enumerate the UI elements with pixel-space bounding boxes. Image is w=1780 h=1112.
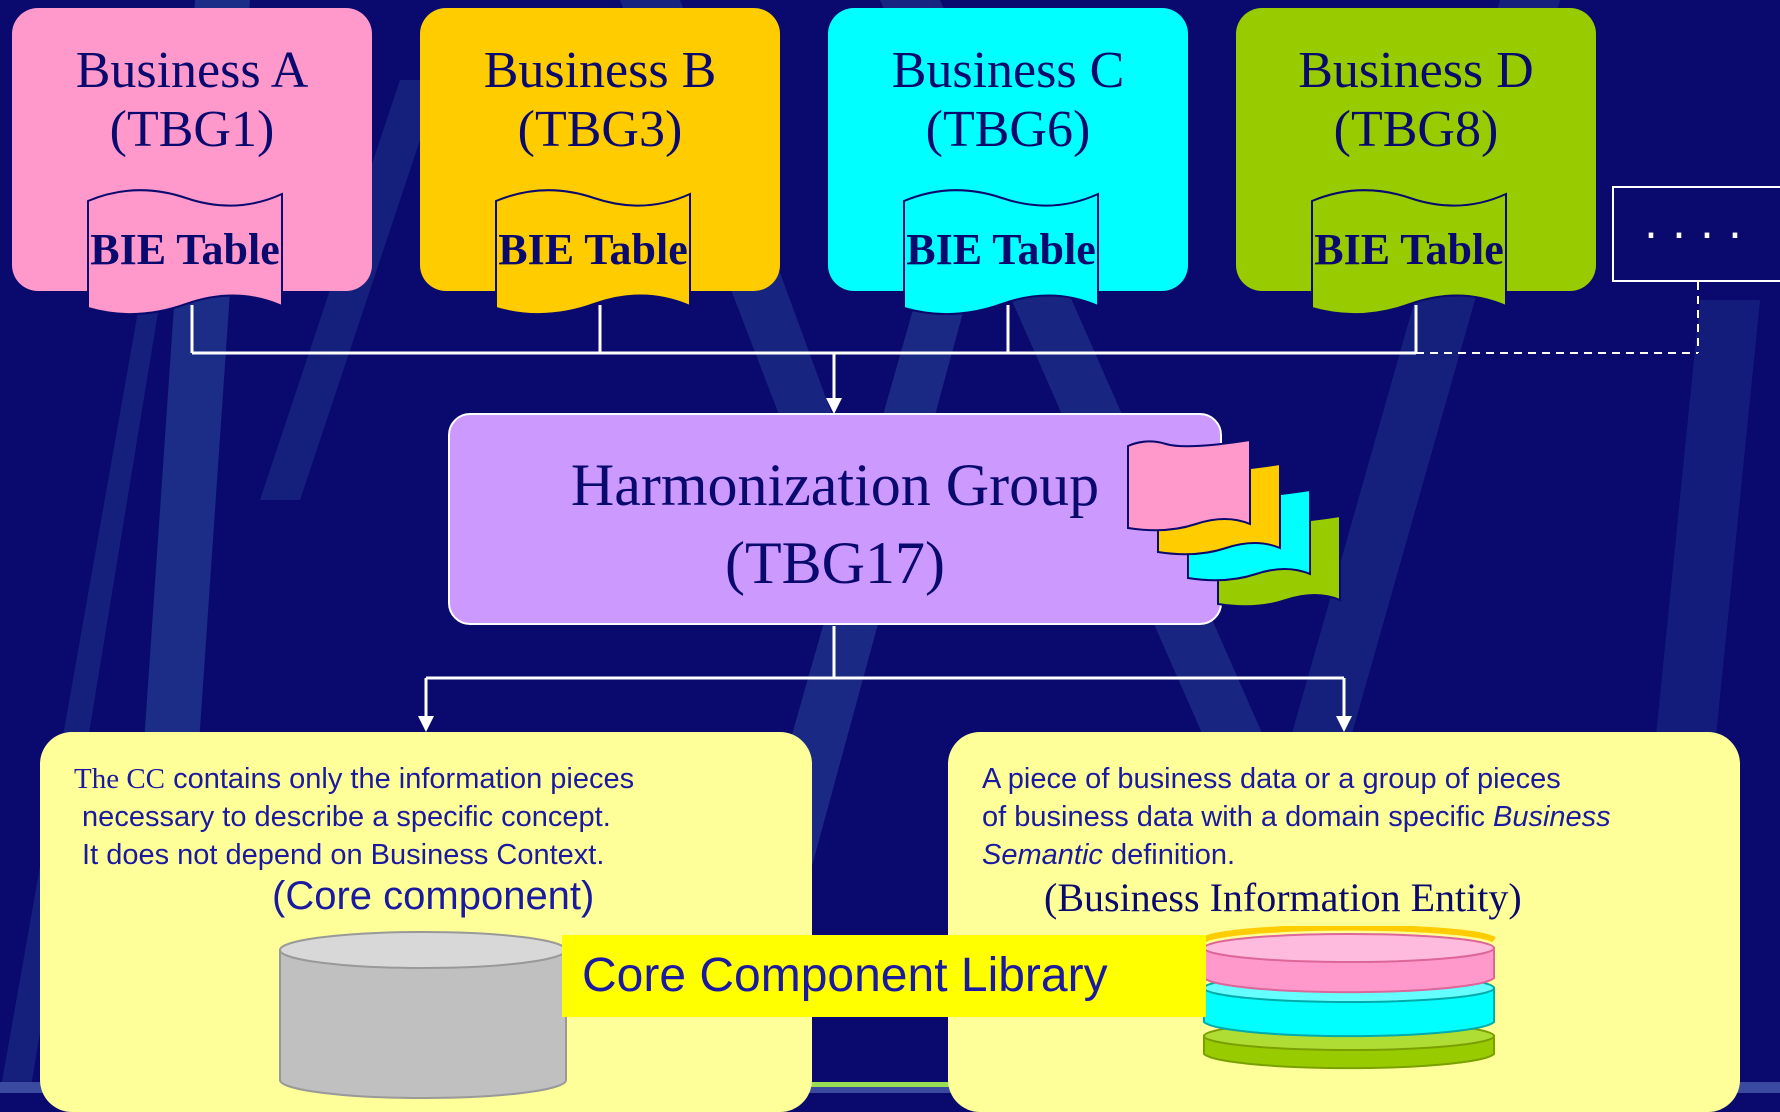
bie-line3-italic: Semantic <box>982 839 1103 871</box>
cc-prefix: The CC <box>74 763 166 795</box>
document-icon <box>87 189 283 316</box>
bie-line2-italic: Business <box>1493 801 1611 833</box>
stacked-documents-icon <box>1127 440 1341 608</box>
harmonization-tag: (TBG17) <box>725 530 945 596</box>
bie-table-label: BIE Table <box>90 225 280 274</box>
bie-description: A piece of business data or a group of p… <box>982 760 1611 874</box>
business-d-name: Business D <box>1298 42 1534 99</box>
business-c-name: Business C <box>891 42 1125 99</box>
document-icon <box>1311 189 1507 316</box>
harmonization-group-box: Harmonization Group (TBG17) <box>448 413 1222 625</box>
core-component-label: (Core component) <box>272 874 595 918</box>
bie-table-c: BIE Table <box>902 186 1100 321</box>
business-information-entity-panel: A piece of business data or a group of p… <box>948 732 1740 1112</box>
business-c-box: Business C (TBG6) <box>828 8 1188 291</box>
more-ellipsis: .... <box>1644 198 1756 249</box>
cc-line2: necessary to describe a specific concept… <box>74 801 611 833</box>
core-component-library-label: Core Component Library <box>562 935 1206 1017</box>
document-icon <box>495 189 691 316</box>
bie-table-label: BIE Table <box>906 225 1096 274</box>
bie-table-a: BIE Table <box>86 186 284 321</box>
business-a-tag: (TBG1) <box>109 101 275 158</box>
cc-line1: contains only the information pieces <box>165 763 635 795</box>
bie-stacked-cylinder-icon <box>1202 926 1496 1070</box>
business-b-name: Business B <box>483 42 717 99</box>
bie-table-d: BIE Table <box>1310 186 1508 321</box>
business-b-tag: (TBG3) <box>517 101 683 158</box>
core-component-cylinder-icon <box>279 931 567 1099</box>
business-c-tag: (TBG6) <box>925 101 1091 158</box>
cc-line3: It does not depend on Business Context. <box>74 839 605 871</box>
bie-label: (Business Information Entity) <box>1044 875 1522 920</box>
bie-line2: of business data with a domain specific <box>982 801 1493 833</box>
harmonization-title: Harmonization Group <box>570 452 1100 518</box>
business-a-name: Business A <box>75 42 309 99</box>
bie-line1: A piece of business data or a group of p… <box>982 763 1561 795</box>
more-businesses-box: .... <box>1612 186 1780 282</box>
document-icon <box>903 189 1099 316</box>
bie-table-label: BIE Table <box>498 225 688 274</box>
bie-table-b: BIE Table <box>494 186 692 321</box>
bie-line3: definition. <box>1102 839 1236 871</box>
business-d-box: Business D (TBG8) <box>1236 8 1596 291</box>
core-component-description: The CC contains only the information pie… <box>74 760 634 874</box>
business-d-tag: (TBG8) <box>1333 101 1499 158</box>
core-component-panel: The CC contains only the information pie… <box>40 732 812 1112</box>
bie-table-label: BIE Table <box>1314 225 1504 274</box>
